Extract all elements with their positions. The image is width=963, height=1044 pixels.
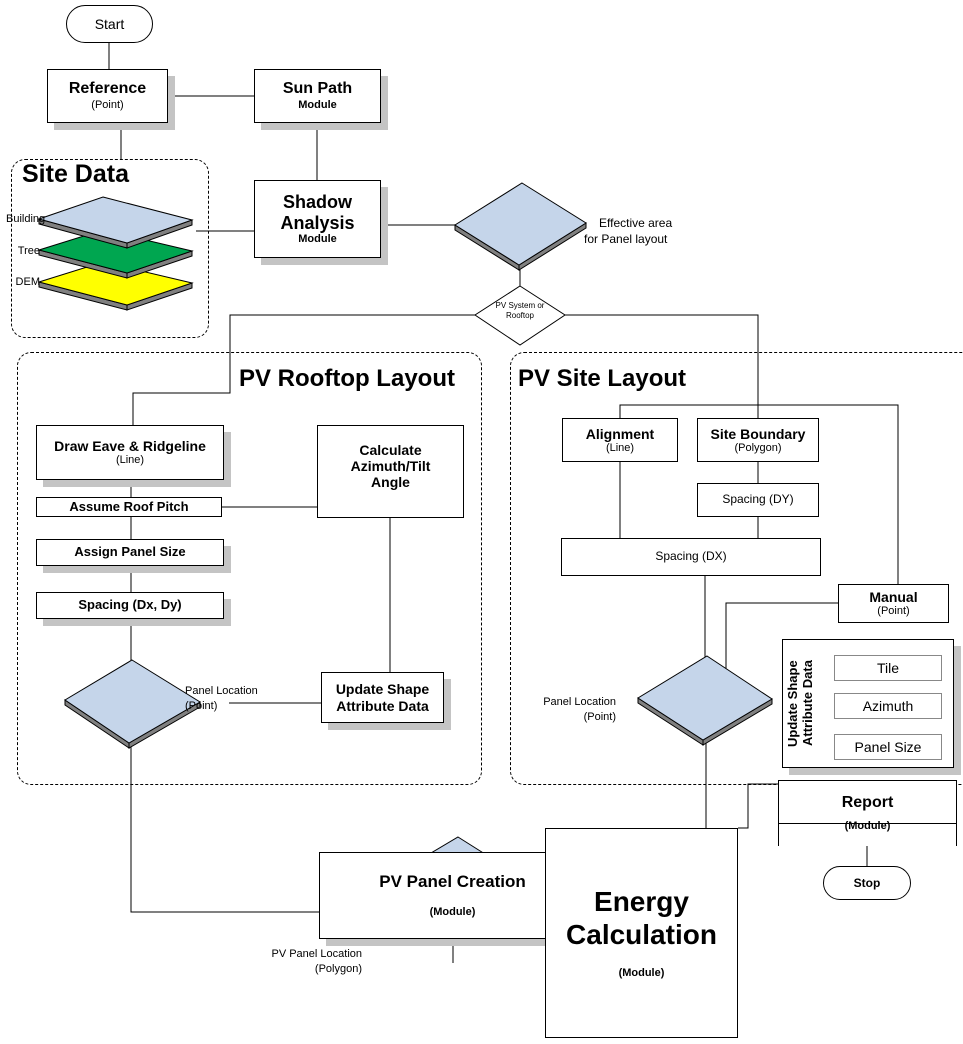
manual-box: Manual (Point)	[838, 584, 949, 623]
pv-rooftop-layout-group	[17, 352, 482, 785]
spacing-dx-dy-box: Spacing (Dx, Dy)	[36, 592, 224, 619]
site-update-shape-line2: Attribute Data	[799, 660, 815, 747]
rooftop-panel-diamond	[64, 659, 201, 749]
shadow-analysis-line1: Shadow	[282, 191, 352, 212]
site-boundary-sub: (Polygon)	[734, 441, 782, 454]
decision-label: PV System or Rooftop	[470, 301, 570, 321]
rooftop-update-shape-line1: Update Shape	[335, 681, 430, 698]
shadow-analysis-line2: Analysis	[280, 212, 355, 233]
rooftop-panel-location-label: Panel Location (Point)	[185, 684, 258, 714]
decision-line2: Rooftop	[505, 311, 535, 320]
effective-area-label: Effective area for Panel layout	[584, 215, 673, 247]
pv-panel-creation-sub: (Module)	[429, 905, 476, 918]
report-title: Report	[841, 793, 894, 811]
pv-site-layout-group	[510, 352, 963, 785]
building-label: Building	[6, 213, 46, 225]
building-layer	[37, 196, 194, 249]
energy-sub: (Module)	[618, 966, 665, 979]
assign-panel-size-box: Assign Panel Size	[36, 539, 224, 566]
effective-area-line2: for Panel layout	[584, 232, 668, 247]
spacing-dy-box: Spacing (DY)	[697, 483, 819, 517]
sun-path-sub: Module	[298, 98, 337, 111]
dem-layer	[37, 261, 194, 311]
manual-sub: (Point)	[877, 605, 910, 618]
draw-eave-title: Draw Eave & Ridgeline	[54, 438, 206, 455]
calculate-angle-line1: Calculate	[359, 442, 422, 458]
manual-title: Manual	[869, 589, 918, 606]
reference-box: Reference (Point)	[47, 69, 168, 123]
site-panel-location-line1: Panel Location	[543, 696, 616, 708]
rooftop-panel-location-line2: (Point)	[185, 699, 218, 712]
site-panel-diamond	[637, 655, 773, 746]
spacing-dx-box: Spacing (DX)	[561, 538, 821, 576]
site-data-title: Site Data	[22, 160, 129, 188]
decision-line1: PV System or	[495, 301, 545, 310]
report-box: Report (Module)	[778, 780, 957, 846]
site-data-group	[11, 159, 209, 338]
pv-rooftop-layout-title: PV Rooftop Layout	[239, 365, 455, 392]
shadow-analysis-sub: Module	[298, 233, 337, 246]
draw-eave-sub: (Line)	[115, 454, 145, 467]
rooftop-update-shape-line2: Attribute Data	[336, 697, 429, 714]
energy-line1: Energy	[594, 886, 689, 918]
site-panel-location-label: Panel Location (Point)	[510, 695, 616, 725]
tree-label: Tree	[17, 245, 40, 257]
site-boundary-title: Site Boundary	[710, 425, 806, 442]
reference-title: Reference	[68, 80, 147, 98]
pv-panel-location-line2: (Polygon)	[314, 962, 362, 975]
rooftop-panel-location-line1: Panel Location	[185, 685, 258, 697]
attribute-panel-size: Panel Size	[834, 734, 942, 760]
alignment-sub: (Line)	[605, 441, 635, 454]
alignment-box: Alignment (Line)	[562, 418, 678, 462]
sun-path-box: Sun Path Module	[254, 69, 381, 123]
dem-label: DEM	[15, 276, 40, 288]
shadow-analysis-box: Shadow Analysis Module	[254, 180, 381, 258]
energy-line2: Calculation	[566, 918, 717, 950]
alignment-title: Alignment	[585, 425, 655, 442]
site-boundary-box: Site Boundary (Polygon)	[697, 418, 819, 462]
pv-panel-location-label: PV Panel Location (Polygon)	[230, 947, 362, 977]
attribute-tile: Tile	[834, 655, 942, 681]
effective-area-line1: Effective area	[599, 216, 673, 230]
effective-area-diamond	[454, 182, 587, 271]
assume-roof-pitch-box: Assume Roof Pitch	[36, 497, 222, 517]
energy-calculation-box: Energy Calculation (Module)	[545, 828, 738, 1038]
pv-site-layout-title: PV Site Layout	[518, 365, 687, 392]
site-panel-location-line2: (Point)	[583, 710, 616, 723]
draw-eave-box: Draw Eave & Ridgeline (Line)	[36, 425, 224, 480]
rooftop-update-shape-box: Update Shape Attribute Data	[321, 672, 444, 723]
calculate-angle-line2: Azimuth/Tilt	[350, 458, 431, 475]
calculate-angle-box: Calculate Azimuth/Tilt Angle	[317, 425, 464, 518]
site-update-shape-label: Update Shape Attribute Data	[785, 643, 816, 764]
decision-diamond	[474, 285, 566, 346]
stop-terminal: Stop	[823, 866, 911, 900]
pv-panel-creation-box: PV Panel Creation (Module)	[319, 852, 586, 939]
start-terminal: Start	[66, 5, 153, 43]
calculate-angle-line3: Angle	[371, 474, 410, 491]
attribute-azimuth: Azimuth	[834, 693, 942, 719]
site-update-shape-line1: Update Shape	[785, 660, 800, 747]
pv-panel-creation-title: PV Panel Creation	[379, 872, 526, 892]
sun-path-title: Sun Path	[282, 80, 353, 98]
report-bottom-edge	[778, 823, 957, 824]
reference-sub: (Point)	[91, 98, 124, 111]
pv-panel-location-line1: PV Panel Location	[271, 948, 362, 960]
tree-layer	[37, 229, 194, 279]
